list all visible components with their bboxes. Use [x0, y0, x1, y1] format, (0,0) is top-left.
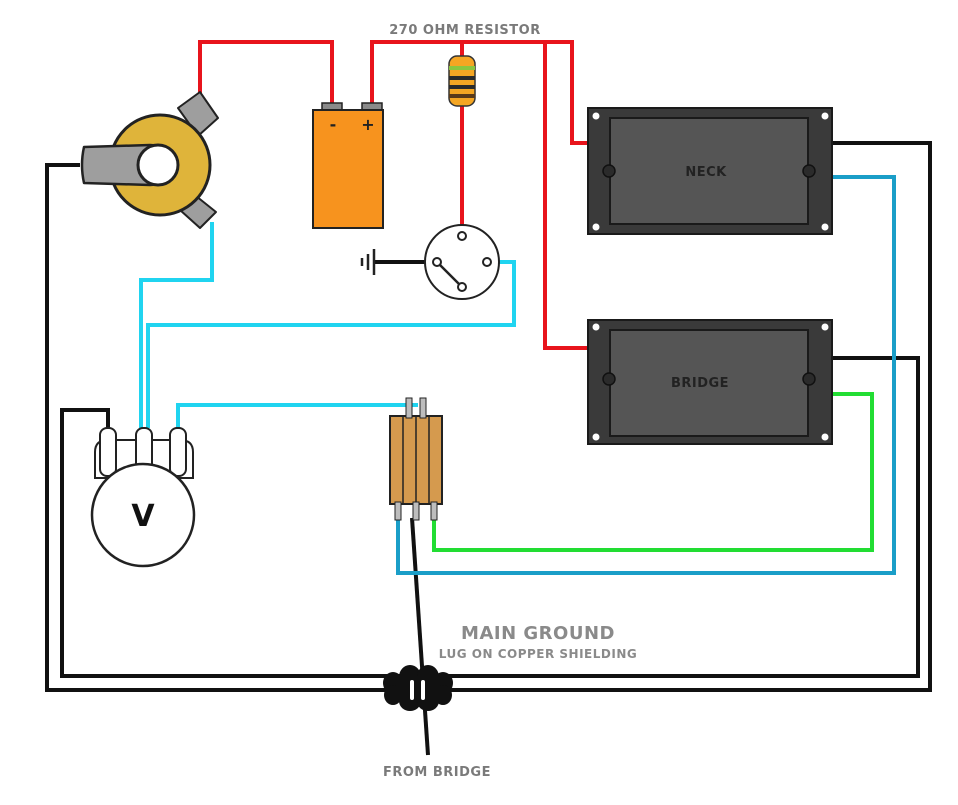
- capacitor-pin-bottom-3: [430, 501, 438, 521]
- ground-wire-jack: [45, 141, 932, 692]
- jack-tip-wire: [139, 222, 214, 428]
- capacitor-pin-top-right: [419, 397, 427, 419]
- battery: - +: [312, 102, 384, 229]
- cyan-signal-wires: [139, 222, 516, 428]
- bridge-pickup-power-wire: [543, 42, 588, 350]
- switch-lever: [439, 264, 460, 285]
- switch-lug-bottom: [457, 282, 467, 292]
- battery-body: [312, 109, 384, 229]
- earth-ground-icon: [360, 249, 376, 275]
- bridge-screw-br: [821, 433, 829, 441]
- battery-plus-label: +: [361, 115, 374, 134]
- from-bridge-label: FROM BRIDGE: [383, 765, 491, 780]
- capacitor-pin-top-left: [405, 397, 413, 419]
- resistor-label: 270 OHM RESISTOR: [389, 23, 540, 38]
- neck-mount-left: [602, 164, 616, 178]
- pot-lug-3: [169, 427, 187, 477]
- bridge-mount-left: [602, 372, 616, 386]
- switch-body: [424, 224, 500, 300]
- bridge-pickup-label: BRIDGE: [671, 376, 729, 391]
- pot-lug-1: [99, 427, 117, 477]
- bridge-screw-bl: [592, 433, 600, 441]
- resistor-band-1: [449, 66, 475, 70]
- battery-minus-label: -: [330, 115, 337, 134]
- bridge-signal-wire: [432, 392, 874, 552]
- neck-pickup-label: NECK: [685, 165, 727, 180]
- switch-lug-top: [457, 231, 467, 241]
- bridge-pickup: BRIDGE: [587, 319, 833, 445]
- switch-lug-right: [482, 257, 492, 267]
- volume-pot-label: V: [131, 499, 155, 534]
- neck-pickup-cover: [609, 117, 809, 225]
- neck-screw-tl: [592, 112, 600, 120]
- toggle-switch: [424, 224, 500, 300]
- battery-minus-wire: [198, 40, 334, 112]
- ground-lug-slot-2: [421, 680, 425, 700]
- bridge-pickup-cover: [609, 329, 809, 437]
- ground-wire-volume: [60, 356, 920, 678]
- neck-screw-tr: [821, 112, 829, 120]
- main-ground-title: MAIN GROUND: [461, 623, 615, 644]
- bridge-screw-tl: [592, 323, 600, 331]
- bridge-mount-right: [802, 372, 816, 386]
- neck-pickup: NECK: [587, 107, 833, 235]
- main-ground-lug: [383, 665, 453, 711]
- switch-to-volume-wire: [146, 260, 516, 428]
- black-ground-wires: [45, 141, 932, 756]
- pot-body: [90, 462, 196, 568]
- neck-signal-wire: [396, 175, 896, 575]
- red-positive-wires: [198, 40, 588, 350]
- resistor-band-3: [449, 85, 475, 89]
- ground-lug-slot-1: [410, 680, 414, 700]
- capacitor-pin-bottom-1: [394, 501, 402, 521]
- volume-to-capacitor-wire: [176, 403, 418, 428]
- volume-pot: V: [90, 427, 196, 568]
- ground-wire-from-bridge: [410, 517, 430, 756]
- bridge-screw-tr: [821, 323, 829, 331]
- switch-lug-left: [432, 257, 442, 267]
- neck-screw-bl: [592, 223, 600, 231]
- capacitor-pin-bottom-2: [412, 501, 420, 521]
- resistor-body: [448, 55, 476, 107]
- resistor-band-4: [449, 94, 475, 98]
- main-ground-subtitle: LUG ON COPPER SHIELDING: [439, 647, 637, 661]
- battery-plus-wire: [370, 40, 588, 145]
- jack-hole: [136, 143, 180, 187]
- resistor: [448, 44, 476, 107]
- capacitor-block: [389, 397, 443, 521]
- neck-screw-br: [821, 223, 829, 231]
- output-jack: [80, 91, 219, 229]
- resistor-band-2: [449, 76, 475, 80]
- neck-mount-right: [802, 164, 816, 178]
